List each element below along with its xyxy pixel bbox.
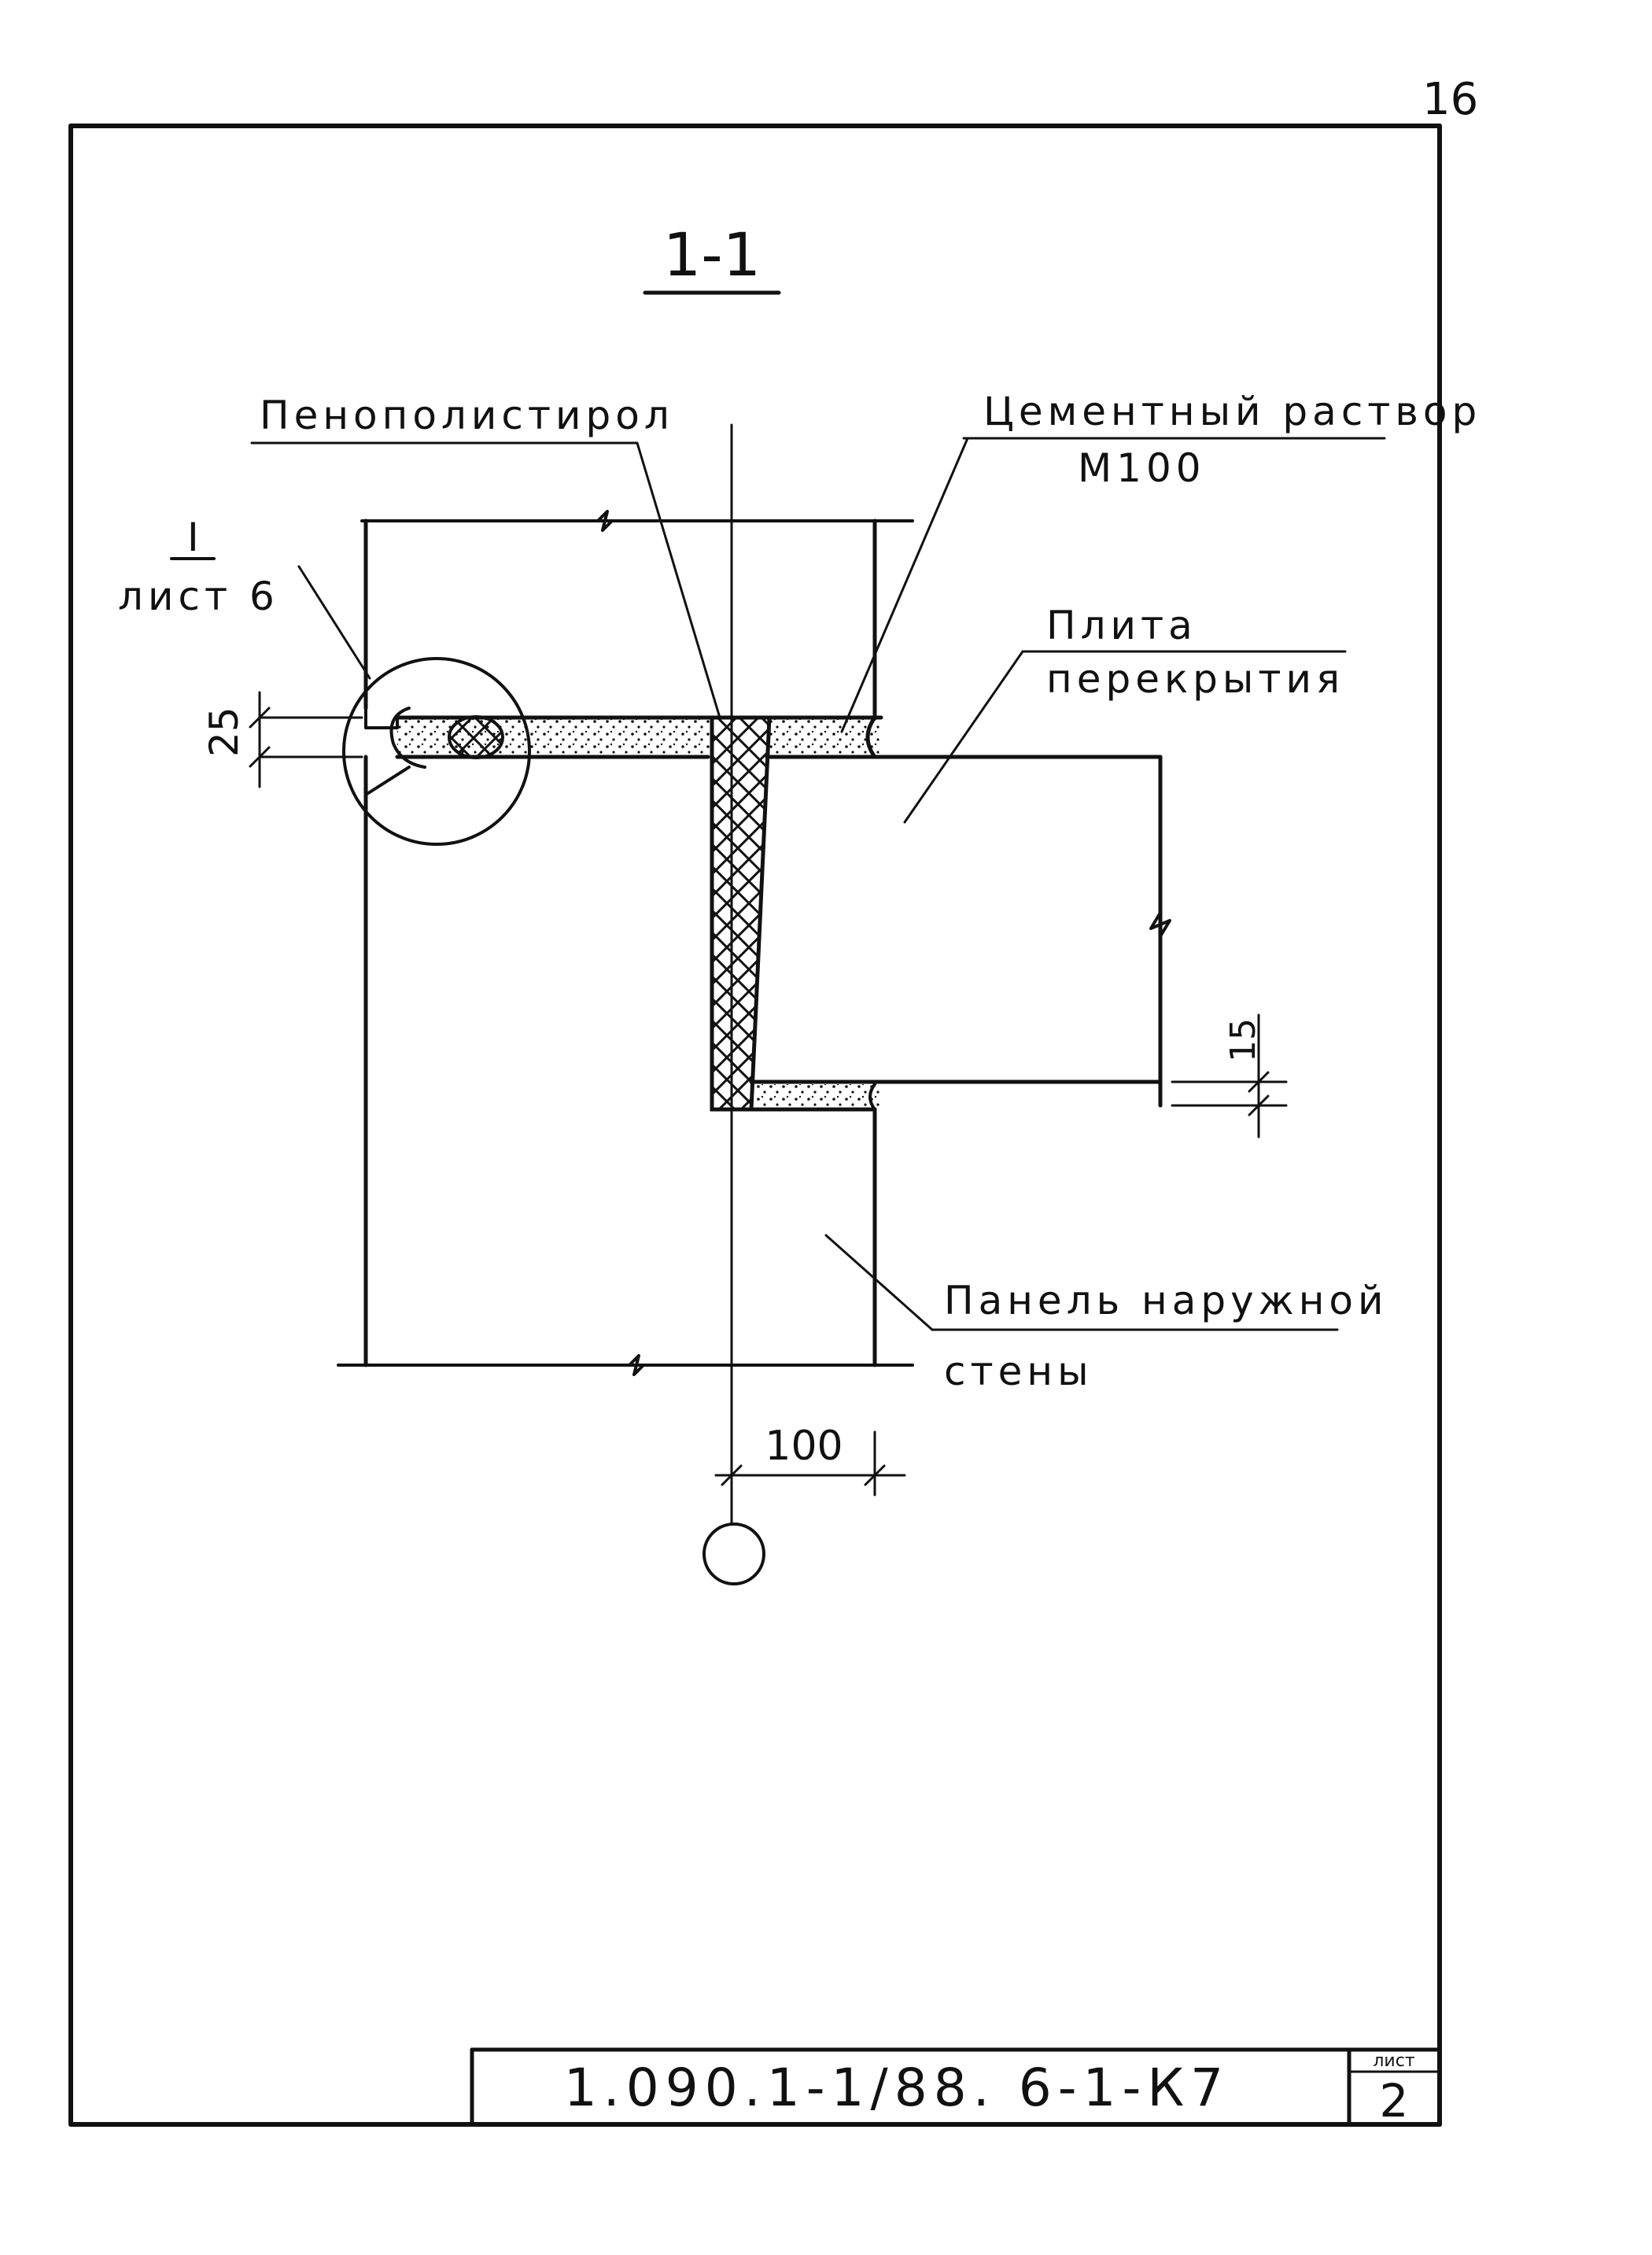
svg-text:16: 16 [1422,74,1478,125]
label-wall-panel: Панель наружной стены [824,1234,1388,1394]
label-cement-mortar: Цементный раствор М100 [840,389,1481,733]
svg-text:лист 6: лист 6 [118,574,279,619]
title-block: 1.090.1-1/88. 6-1-К7 лист 2 [470,2047,1442,2128]
section-title: 1-1 [643,220,781,295]
sheet-frame [68,124,1442,2127]
dimension-slab-gap: 15 [1171,1013,1288,1139]
lower-mortar-bed [710,1083,881,1112]
svg-text:1-1: 1-1 [663,220,761,290]
page-number: 16 [1391,74,1478,127]
svg-text:перекрытия: перекрытия [1046,656,1344,702]
sheet-label: лист [1373,2051,1414,2071]
mortar-joint [395,715,883,759]
dimension-axis-offset: 100 [714,1423,906,1497]
svg-text:стены: стены [944,1349,1093,1394]
label-floor-slab: Плита перекрытия [903,603,1347,824]
document-code: 1.090.1-1/88. 6-1-К7 [564,2058,1230,2118]
sealing-cord [448,715,504,759]
svg-text:15: 15 [1223,1018,1263,1062]
sheet-number: 2 [1380,2074,1409,2128]
svg-text:100: 100 [765,1423,843,1470]
upper-wall-panel [360,510,914,718]
polystyrene-insert [710,715,772,1112]
lower-wall-panel [337,755,914,1376]
svg-text:Цементный раствор: Цементный раствор [983,389,1481,434]
svg-text:Плита: Плита [1046,603,1197,648]
axis-line [702,423,765,1585]
svg-text:М100: М100 [1078,445,1206,491]
svg-text:Панель наружной: Панель наружной [944,1278,1388,1323]
dimension-joint-height: 25 [201,691,363,788]
floor-slab [749,755,1171,1108]
label-polystyrene: Пенополистирол [250,393,721,719]
svg-text:25: 25 [201,707,247,757]
svg-text:I: I [187,515,204,560]
detail-callout: I лист 6 [118,515,531,846]
svg-text:Пенополистирол: Пенополистирол [260,393,674,438]
